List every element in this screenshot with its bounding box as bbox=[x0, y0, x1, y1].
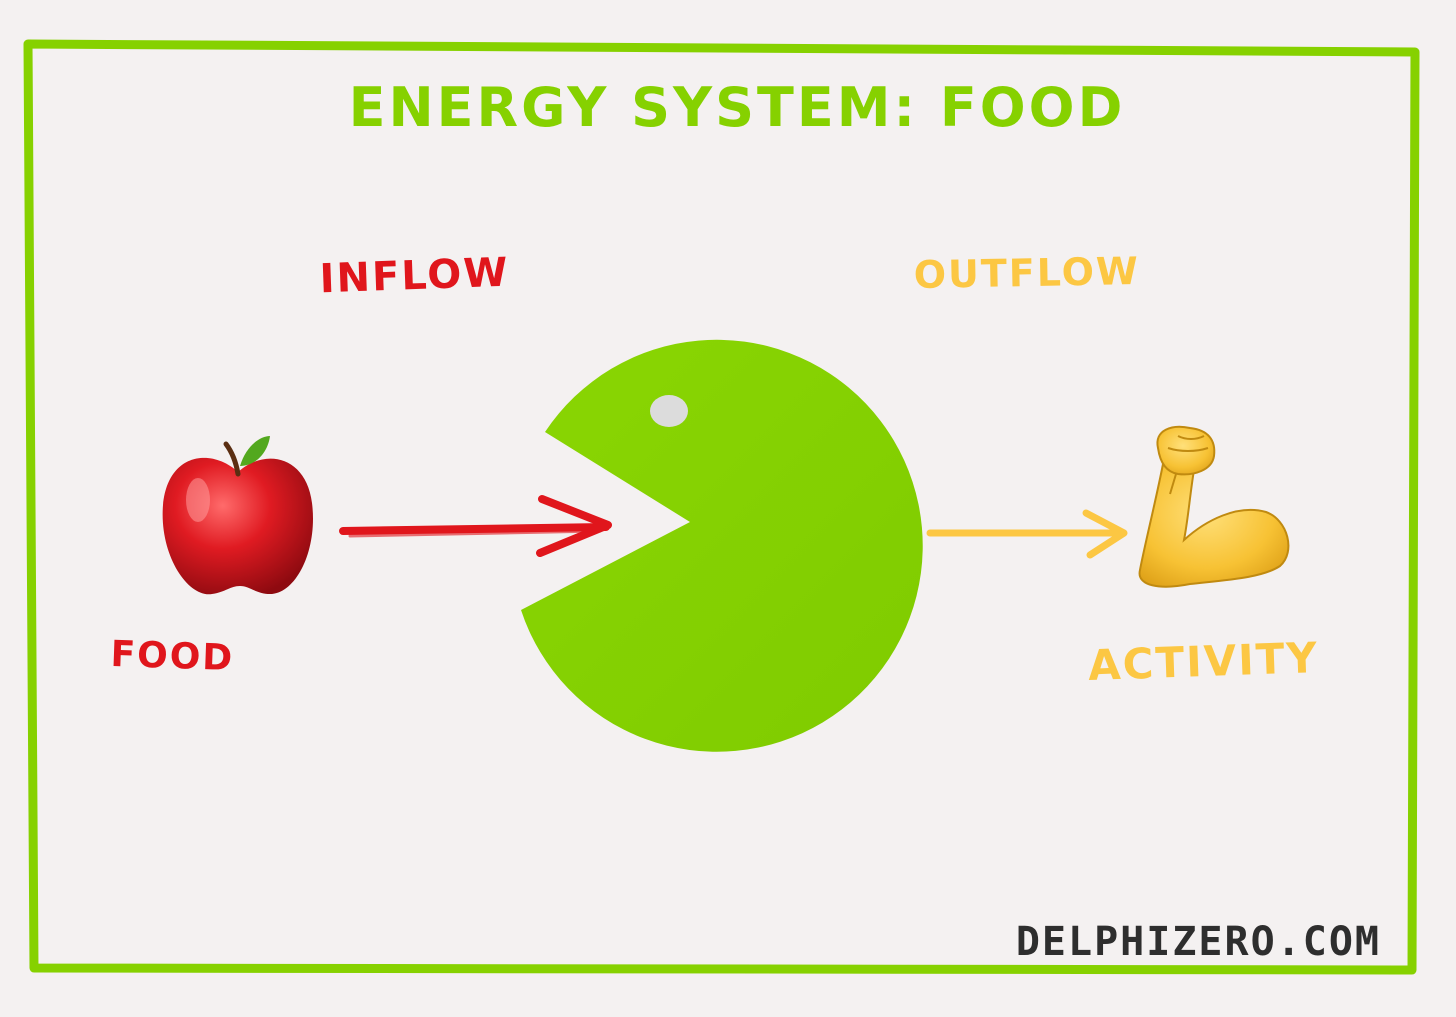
diagram-frame bbox=[23, 39, 1420, 975]
outflow-label: OUTFLOW bbox=[913, 249, 1140, 297]
food-label: FOOD bbox=[110, 634, 235, 679]
apple-icon bbox=[162, 436, 313, 595]
diagram-title: ENERGY SYSTEM: FOOD bbox=[349, 76, 1126, 139]
activity-label: ACTIVITY bbox=[1087, 633, 1319, 690]
inflow-arrow bbox=[339, 495, 612, 557]
flexed-biceps-icon bbox=[1138, 425, 1290, 588]
inflow-label: INFLOW bbox=[319, 250, 510, 303]
pacman-icon bbox=[521, 339, 923, 752]
outflow-arrow bbox=[926, 509, 1128, 559]
website-label: DELPHIZERO.COM bbox=[1016, 919, 1381, 965]
